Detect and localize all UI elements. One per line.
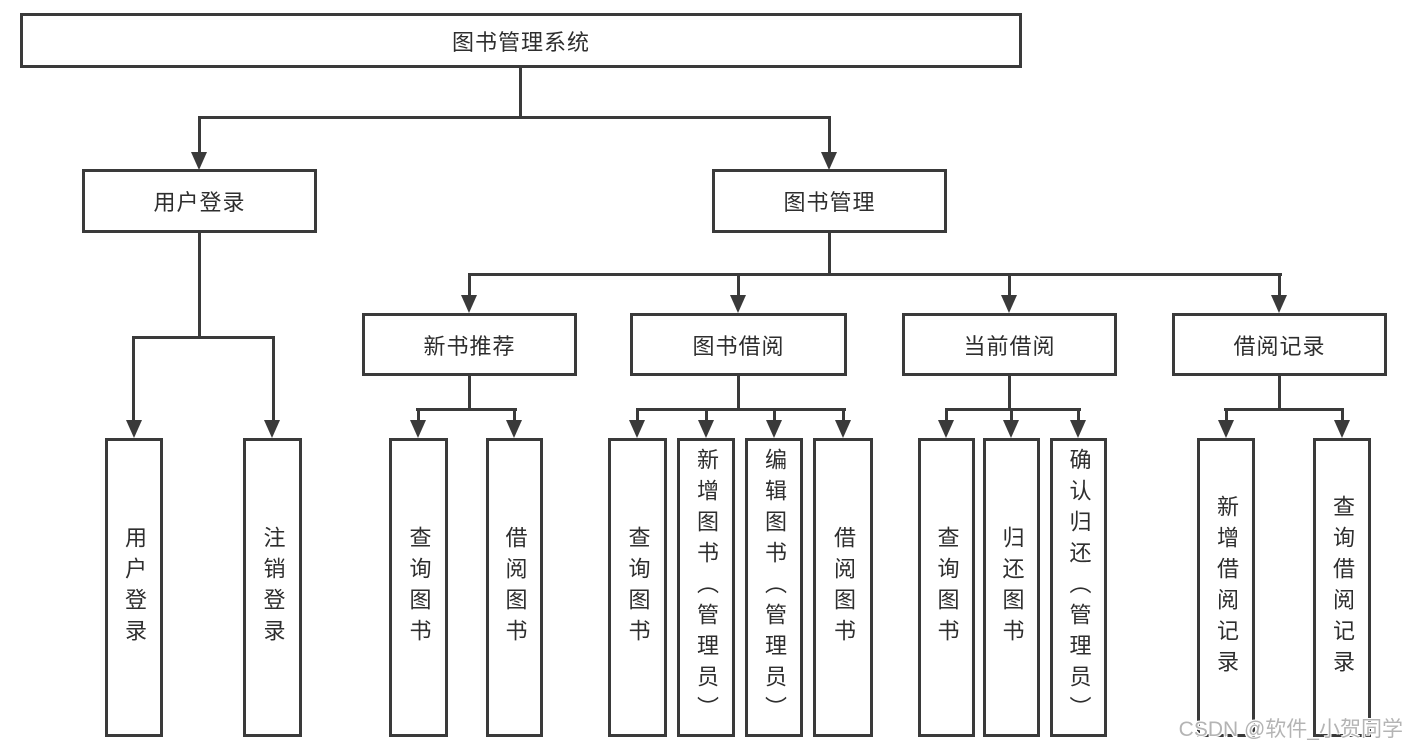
leaf-label: 归还图书 [999, 525, 1025, 650]
node-book-borrowing: 图书借阅 [630, 313, 847, 376]
node-book-management: 图书管理 [712, 169, 947, 233]
node-label: 图书借阅 [692, 333, 785, 359]
arrow-down-icon [1271, 295, 1287, 313]
leaf-borrow-books-borrowing: 借阅图书 [813, 438, 873, 737]
connector [1278, 273, 1281, 298]
arrow-down-icon [730, 295, 746, 313]
connector [842, 408, 845, 422]
arrow-down-icon [938, 420, 954, 438]
connector [468, 376, 471, 411]
node-label: 当前借阅 [963, 333, 1056, 359]
leaf-add-borrow-record: 新增借阅记录 [1197, 438, 1255, 737]
leaf-query-books-newbook: 查询图书 [389, 438, 448, 737]
connector [737, 376, 740, 411]
connector [705, 408, 708, 422]
connector [468, 273, 1282, 276]
leaf-confirm-return-admin: 确认归还（管理员） [1050, 438, 1107, 737]
arrow-down-icon [1334, 420, 1350, 438]
arrow-down-icon [506, 420, 522, 438]
leaf-label: 查询图书 [406, 525, 432, 650]
connector [636, 408, 639, 422]
connector [132, 336, 275, 339]
connector [198, 233, 201, 339]
leaf-logout: 注销登录 [243, 438, 302, 737]
connector [1278, 376, 1281, 411]
arrow-down-icon [766, 420, 782, 438]
node-current-borrowing: 当前借阅 [902, 313, 1117, 376]
connector [945, 408, 1081, 411]
leaf-borrow-books-newbook: 借阅图书 [486, 438, 543, 737]
csdn-watermark: CSDN @软件_小贺同学 [1178, 718, 1403, 741]
arrow-down-icon [835, 420, 851, 438]
connector [1008, 376, 1011, 411]
leaf-query-books-borrowing: 查询图书 [608, 438, 667, 737]
leaf-label: 用户登录 [122, 525, 147, 650]
arrow-down-icon [821, 152, 837, 170]
connector [636, 408, 846, 411]
connector [737, 273, 740, 298]
node-new-book-recommend: 新书推荐 [362, 313, 577, 376]
connector [1224, 408, 1344, 411]
node-label: 图书管理系统 [451, 29, 590, 55]
leaf-return-books: 归还图书 [983, 438, 1040, 737]
arrow-down-icon [1003, 420, 1019, 438]
arrow-down-icon [1070, 420, 1086, 438]
node-label: 图书管理 [783, 190, 876, 215]
leaf-edit-books-admin: 编辑图书（管理员） [745, 438, 803, 737]
leaf-query-borrow-record: 查询借阅记录 [1313, 438, 1371, 737]
connector [519, 67, 522, 118]
leaf-query-books-current: 查询图书 [918, 438, 975, 737]
connector [416, 408, 517, 411]
leaf-label: 查询借阅记录 [1330, 494, 1355, 681]
connector [773, 408, 776, 422]
leaf-label: 查询图书 [934, 525, 960, 650]
node-borrowing-records: 借阅记录 [1172, 313, 1387, 376]
connector [198, 116, 831, 119]
leaf-add-books-admin: 新增图书（管理员） [677, 438, 735, 737]
leaf-label: 借阅图书 [502, 525, 528, 650]
arrow-down-icon [191, 152, 207, 170]
connector [1008, 273, 1011, 298]
connector [1077, 408, 1080, 422]
connector [828, 118, 831, 154]
leaf-label: 查询图书 [625, 525, 651, 650]
connector [1225, 408, 1228, 422]
arrow-down-icon [264, 420, 280, 438]
arrow-down-icon [698, 420, 714, 438]
leaf-label: 编辑图书（管理员） [762, 448, 787, 727]
connector [1341, 408, 1344, 422]
node-label: 用户登录 [153, 190, 246, 215]
connector [198, 118, 201, 154]
connector [945, 408, 948, 422]
connector [417, 408, 420, 422]
arrow-down-icon [1001, 295, 1017, 313]
connector [828, 233, 831, 276]
arrow-down-icon [126, 420, 142, 438]
leaf-label: 新增借阅记录 [1214, 494, 1239, 681]
leaf-label: 借阅图书 [831, 525, 856, 650]
connector [132, 336, 135, 423]
node-label: 新书推荐 [423, 333, 516, 359]
leaf-label: 确认归还（管理员） [1066, 448, 1092, 727]
node-label: 借阅记录 [1233, 333, 1326, 359]
leaf-label: 新增图书（管理员） [694, 448, 719, 727]
arrow-down-icon [410, 420, 426, 438]
connector [468, 273, 471, 298]
node-user-login: 用户登录 [82, 169, 317, 233]
arrow-down-icon [1218, 420, 1234, 438]
connector [272, 336, 275, 423]
leaf-label: 注销登录 [260, 525, 286, 650]
arrow-down-icon [461, 295, 477, 313]
leaf-user-login: 用户登录 [105, 438, 163, 737]
connector [513, 408, 516, 422]
connector [1010, 408, 1013, 422]
node-library-management-system: 图书管理系统 [20, 13, 1022, 68]
arrow-down-icon [629, 420, 645, 438]
